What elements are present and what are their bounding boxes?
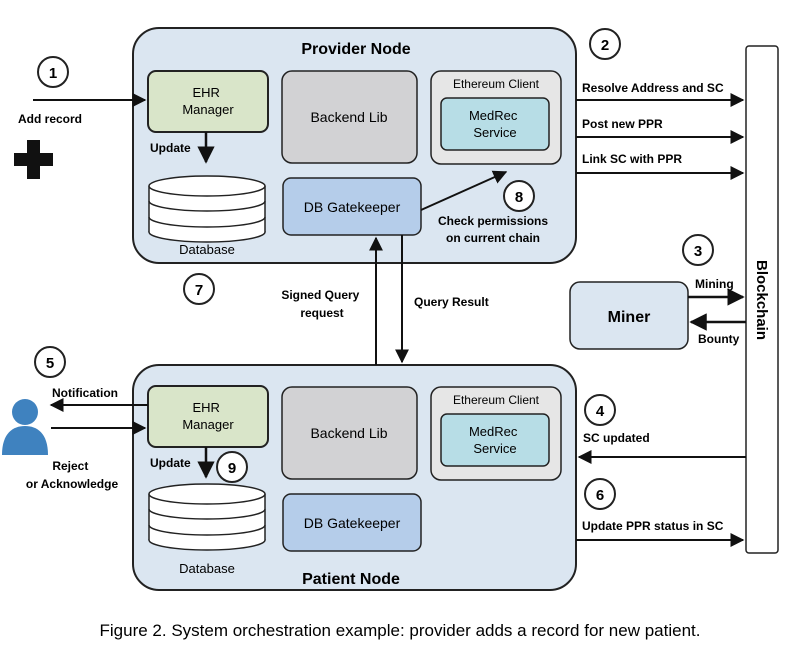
patient-db-gatekeeper	[282, 493, 422, 552]
sc-updated-label: SC updated	[583, 431, 650, 445]
patient-node-title: Patient Node	[302, 571, 400, 588]
link-sc-label: Link SC with PPR	[582, 152, 682, 166]
svg-text:9: 9	[228, 460, 236, 477]
miner-box	[569, 281, 689, 350]
provider-backend-lib-label: Backend Lib	[310, 109, 387, 125]
patient-db-gatekeeper-label: DB Gatekeeper	[304, 515, 401, 531]
check-permissions-label: Check permissions on current chain	[438, 214, 551, 245]
provider-db-gatekeeper	[282, 177, 422, 236]
provider-ethereum-client-label: Ethereum Client	[453, 77, 540, 91]
svg-text:2: 2	[601, 37, 609, 54]
patient-update-label: Update	[150, 456, 191, 470]
patient-medrec-service	[440, 413, 550, 467]
patient-database	[148, 483, 266, 551]
svg-text:1: 1	[49, 65, 57, 82]
add-record-label: Add record	[18, 112, 82, 126]
patient-medrec-service-label: MedRec Service	[469, 424, 521, 456]
provider-node-title: Provider Node	[301, 41, 410, 58]
figure-caption: Figure 2. System orchestration example: …	[100, 621, 701, 640]
patient-ehr-manager-label: EHR Manager	[182, 400, 234, 432]
svg-text:3: 3	[694, 243, 702, 260]
notification-label: Notification	[52, 386, 118, 400]
step-circle-3: 3	[682, 234, 714, 266]
mining-label: Mining	[695, 277, 734, 291]
step-circle-6: 6	[584, 478, 616, 510]
provider-ehr-manager	[147, 70, 269, 133]
patient-backend-lib	[281, 386, 418, 480]
step-circle-2: 2	[589, 28, 621, 60]
step-circle-5: 5	[34, 346, 66, 378]
svg-text:5: 5	[46, 355, 54, 372]
update-ppr-label: Update PPR status in SC	[582, 519, 724, 533]
step-circle-4: 4	[584, 394, 616, 426]
provider-ehr-manager-label: EHR Manager	[182, 85, 234, 117]
provider-database-label: Database	[179, 242, 235, 257]
blockchain-label: Blockchain	[753, 260, 770, 340]
reject-ack-label: Reject or Acknowledge	[26, 459, 119, 491]
svg-text:4: 4	[596, 403, 605, 420]
provider-update-label: Update	[150, 141, 191, 155]
patient-person-icon	[2, 399, 48, 455]
miner-label: Miner	[608, 309, 651, 326]
svg-text:8: 8	[515, 189, 523, 206]
query-result-label: Query Result	[414, 295, 489, 309]
patient-ehr-manager	[147, 385, 269, 448]
check-permissions-arrow	[420, 170, 508, 211]
resolve-label: Resolve Address and SC	[582, 81, 724, 95]
step-circle-7: 7	[183, 273, 215, 305]
step-circle-1: 1	[37, 56, 69, 88]
svg-text:7: 7	[195, 282, 203, 299]
plus-icon	[14, 140, 53, 179]
provider-medrec-service-label: MedRec Service	[469, 108, 521, 140]
provider-database	[148, 175, 266, 243]
step-circle-8: 8	[503, 180, 535, 212]
patient-database-label: Database	[179, 561, 235, 576]
patient-backend-lib-label: Backend Lib	[310, 425, 387, 441]
provider-db-gatekeeper-label: DB Gatekeeper	[304, 199, 401, 215]
provider-medrec-service	[440, 97, 550, 151]
provider-backend-lib	[281, 70, 418, 164]
patient-ethereum-client-label: Ethereum Client	[453, 393, 540, 407]
step-circle-9: 9	[216, 451, 248, 483]
svg-text:6: 6	[596, 487, 604, 504]
post-ppr-label: Post new PPR	[582, 117, 663, 131]
bounty-label: Bounty	[698, 332, 740, 346]
blockchain-bar	[745, 45, 779, 554]
signed-query-label: Signed Query request	[281, 288, 362, 320]
